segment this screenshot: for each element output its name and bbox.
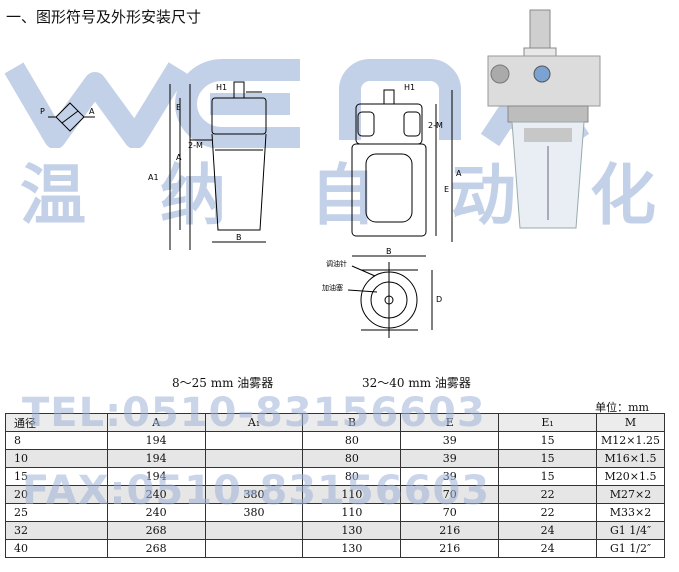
table-header-row: 通径 A A₁ B E E₁ M xyxy=(5,413,665,432)
lubricator-drawing-small xyxy=(169,81,267,250)
caption-large: 32～40 mm 油雾器 xyxy=(362,376,471,390)
symbol-a-label: A xyxy=(89,107,95,116)
table-cell: 130 xyxy=(302,521,402,540)
table-cell: 268 xyxy=(106,539,206,558)
table-cell: G1 1/4″ xyxy=(596,521,665,540)
part-label: 调油针 xyxy=(326,259,347,268)
part-label: 加油塞 xyxy=(322,283,343,292)
table-cell: 32 xyxy=(5,521,108,540)
table-cell: 15 xyxy=(498,431,598,450)
watermark-char: 纳 xyxy=(160,157,226,234)
technical-drawing: P A H1 E 2-M A A1 B H1 xyxy=(40,9,601,338)
table-cell: 20 xyxy=(5,485,108,504)
table-cell: M12×1.25 xyxy=(596,431,665,450)
table-cell: 194 xyxy=(106,449,206,468)
lubricator-drawing-large xyxy=(347,89,453,338)
watermark-char: 温 xyxy=(20,157,86,234)
watermark-char: 化 xyxy=(590,157,656,234)
table-cell: 15 xyxy=(498,449,598,468)
table-cell: 24 xyxy=(498,539,598,558)
dim-b-label: B xyxy=(386,247,392,256)
table-cell: 39 xyxy=(400,449,500,468)
table-cell: 216 xyxy=(400,521,500,540)
table-cell: 216 xyxy=(400,539,500,558)
table-cell: 10 xyxy=(5,449,108,468)
graphic-symbol xyxy=(48,102,95,132)
watermark-char: 自 xyxy=(310,157,376,234)
header-cell: M xyxy=(596,413,665,432)
dim-d-label: D xyxy=(436,295,442,304)
unit-label: 单位：mm xyxy=(595,401,649,414)
dim-h1-label: H1 xyxy=(404,83,415,92)
dim-m-label: 2-M xyxy=(428,121,443,130)
dim-e-label: E xyxy=(444,185,449,194)
header-cell: E₁ xyxy=(498,413,598,432)
table-cell: M20×1.5 xyxy=(596,467,665,486)
table-cell: 380 xyxy=(204,485,304,504)
dim-b-label: B xyxy=(236,233,242,242)
caption-small: 8～25 mm 油雾器 xyxy=(172,376,274,390)
table-cell: 268 xyxy=(106,521,206,540)
table-cell: M27×2 xyxy=(596,485,665,504)
table-cell: 70 xyxy=(400,485,500,504)
watermark-char: 动 xyxy=(450,157,516,234)
table-cell: G1 1/2″ xyxy=(596,539,665,558)
table-cell xyxy=(204,539,304,558)
dim-e-label: E xyxy=(176,103,181,112)
table-cell: 39 xyxy=(400,467,500,486)
table-cell: 15 xyxy=(498,467,598,486)
table-cell: 22 xyxy=(498,485,598,504)
watermark-fax: FAX:0510-83156603 xyxy=(22,468,491,514)
dim-a1-label: A1 xyxy=(148,173,159,182)
dim-a-label: A xyxy=(456,169,462,178)
section-title: 一、图形符号及外形安装尺寸 xyxy=(6,8,202,26)
table-cell xyxy=(204,521,304,540)
symbol-p-label: P xyxy=(40,107,45,116)
table-cell: 80 xyxy=(302,449,402,468)
dim-a-label: A xyxy=(176,153,182,162)
header-cell: A₁ xyxy=(204,413,304,432)
table-cell: 22 xyxy=(498,503,598,522)
table-cell: 110 xyxy=(302,485,402,504)
table-cell: 40 xyxy=(5,539,108,558)
dim-h1-label: H1 xyxy=(216,83,227,92)
table-cell xyxy=(204,449,304,468)
watermark-tel: TEL:0510-83156603 xyxy=(22,390,486,436)
table-cell: M16×1.5 xyxy=(596,449,665,468)
dim-m-label: 2-M xyxy=(188,141,203,150)
table-cell: 130 xyxy=(302,539,402,558)
table-cell: 24 xyxy=(498,521,598,540)
product-image xyxy=(487,9,601,229)
table-cell: M33×2 xyxy=(596,503,665,522)
